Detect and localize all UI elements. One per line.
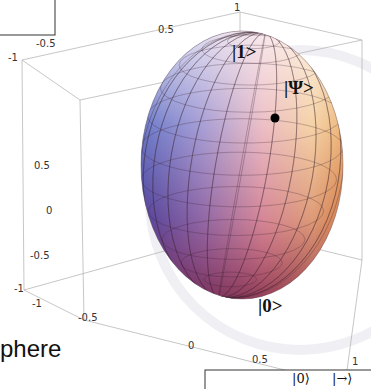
axis-tick: -1 xyxy=(32,298,42,309)
bounding-box xyxy=(22,12,362,385)
longitude-line xyxy=(218,33,267,297)
latitude-line xyxy=(141,119,343,176)
axis-tick: 1 xyxy=(234,2,240,13)
longitude-line xyxy=(123,16,362,314)
heading-fragment: phere xyxy=(0,336,61,362)
axis-tick: 0.5 xyxy=(252,354,268,365)
longitude-line xyxy=(133,18,352,312)
axis-tick: -1 xyxy=(14,283,24,294)
formula-frame xyxy=(205,370,371,389)
axis-tick: 0.5 xyxy=(158,24,174,35)
state-label: |1> xyxy=(232,42,257,63)
formula-text: |0⟩ xyxy=(292,372,310,386)
formula-text: |→⟩ xyxy=(332,372,352,386)
state-label: |0> xyxy=(258,296,283,317)
longitude-line xyxy=(148,21,335,310)
longitude-line xyxy=(193,28,291,301)
state-point xyxy=(271,114,280,123)
latitude-line xyxy=(161,63,336,112)
axis-tick: -0.5 xyxy=(30,250,50,261)
axis-tick: 0 xyxy=(46,205,52,216)
longitude-line xyxy=(193,28,291,301)
axis-tick: 0.5 xyxy=(34,160,50,171)
longitude-line xyxy=(169,24,315,305)
state-label: |Ψ> xyxy=(284,78,314,99)
longitude-line xyxy=(119,15,364,314)
latitude-line xyxy=(204,272,256,287)
formula-frame xyxy=(0,0,55,35)
longitude-line xyxy=(123,16,362,314)
longitude-line xyxy=(133,18,352,312)
longitude-line xyxy=(169,24,315,305)
axis-tick: -0.5 xyxy=(78,312,98,323)
axis-tick: 0 xyxy=(188,340,194,351)
axis-tick: -0.5 xyxy=(36,38,56,49)
latitude-line xyxy=(162,219,305,259)
longitude-line xyxy=(148,21,335,310)
axis-tick: -1 xyxy=(8,52,18,63)
sphere xyxy=(119,15,364,314)
axis-tick: 1 xyxy=(352,356,358,367)
